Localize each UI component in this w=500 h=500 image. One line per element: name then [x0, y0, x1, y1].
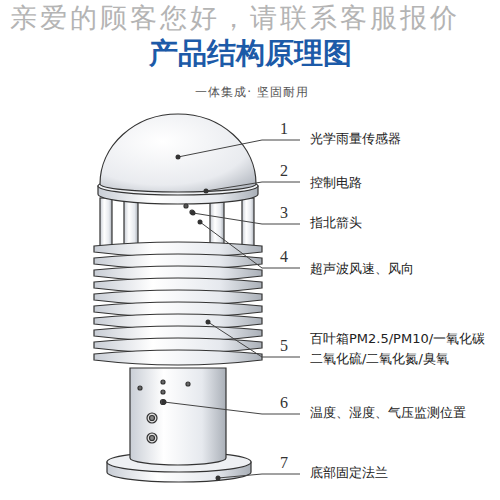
- subtitle: 一体集成· 坚固耐用: [2, 84, 500, 101]
- part-label: 控制电路: [310, 174, 362, 192]
- title: 产品结构原理图: [0, 34, 500, 74]
- part-label: 温度、湿度、气压监测位置: [310, 404, 466, 422]
- callout-number: 7: [280, 454, 288, 472]
- callout-number: 3: [280, 204, 288, 222]
- part-label: 指北箭头: [310, 214, 362, 232]
- part-label: 二氧化硫/二氧化氮/臭氧: [310, 350, 449, 368]
- watermark: 亲爱的顾客您好，请联系客服报价: [10, 0, 460, 36]
- callout-number: 1: [280, 120, 288, 138]
- callout-number: 4: [280, 248, 288, 266]
- part-label: 百叶箱PM2.5/PM10/一氧化碳: [310, 330, 485, 348]
- part-label: 底部固定法兰: [310, 464, 388, 482]
- callout-number: 5: [280, 337, 288, 355]
- part-label: 超声波风速、风向: [310, 260, 414, 278]
- callout-number: 6: [280, 394, 288, 412]
- part-label: 光学雨量传感器: [310, 130, 401, 148]
- callout-number: 2: [280, 162, 288, 180]
